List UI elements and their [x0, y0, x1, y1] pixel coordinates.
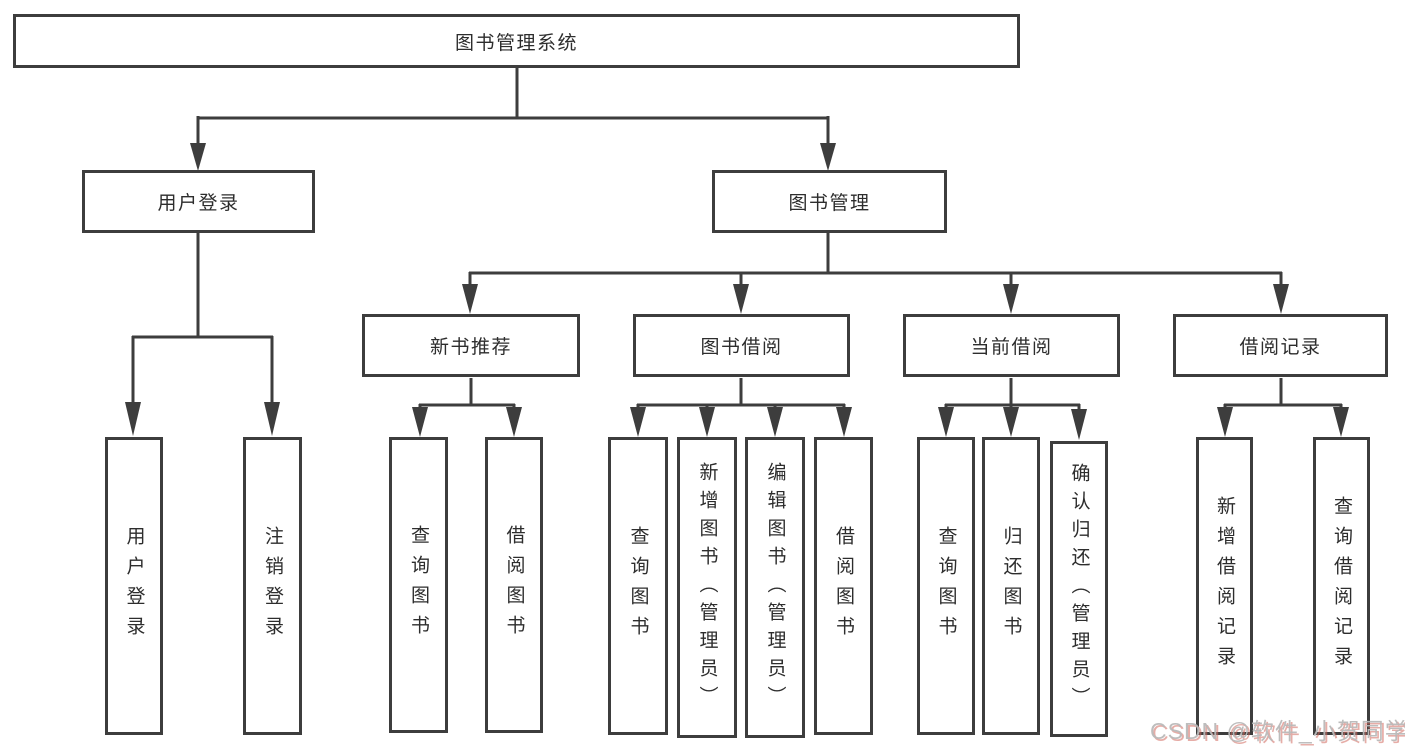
- leaf-label: 借阅图书: [833, 526, 854, 646]
- node-book-borrow: 图书借阅: [633, 314, 850, 377]
- leaf-query-borrow-record: 查询借阅记录: [1313, 437, 1370, 735]
- node-book-management-module: 图书管理: [712, 170, 947, 233]
- leaf-return-book: 归还图书: [982, 437, 1040, 735]
- leaf-label: 归还图书: [1000, 526, 1022, 646]
- leaf-confirm-return-admin: 确认归还（管理员）: [1050, 441, 1108, 737]
- leaf-label: 借阅图书: [503, 525, 525, 645]
- leaf-user-login: 用户登录: [105, 437, 163, 735]
- leaf-label: 用户登录: [123, 526, 145, 646]
- leaf-query-book-3: 查询图书: [917, 437, 975, 735]
- leaf-label: 查询借阅记录: [1331, 496, 1352, 676]
- leaf-query-book-2: 查询图书: [608, 437, 668, 735]
- node-borrow-records: 借阅记录: [1173, 314, 1388, 377]
- node-user-login-module: 用户登录: [82, 170, 315, 233]
- csdn-watermark: CSDN @软件_小贺同学: [1150, 718, 1405, 744]
- leaf-label: 注销登录: [262, 526, 283, 646]
- leaf-add-book-admin: 新增图书（管理员）: [677, 437, 737, 738]
- leaf-label: 确认归还（管理员）: [1068, 463, 1090, 715]
- leaf-label: 查询图书: [627, 526, 649, 646]
- node-current-borrow: 当前借阅: [903, 314, 1120, 377]
- leaf-query-book-1: 查询图书: [389, 437, 448, 733]
- node-new-book-recommend: 新书推荐: [362, 314, 580, 377]
- leaf-label: 新增图书（管理员）: [696, 461, 718, 714]
- leaf-label: 新增借阅记录: [1214, 496, 1235, 676]
- leaf-label: 查询图书: [408, 525, 429, 645]
- leaf-add-borrow-record: 新增借阅记录: [1196, 437, 1253, 735]
- leaf-borrow-book-2: 借阅图书: [814, 437, 873, 735]
- leaf-borrow-book-1: 借阅图书: [485, 437, 543, 733]
- leaf-logout: 注销登录: [243, 437, 302, 735]
- node-root-system: 图书管理系统: [13, 14, 1020, 68]
- leaf-label: 查询图书: [935, 526, 957, 646]
- leaf-label: 编辑图书（管理员）: [764, 461, 786, 714]
- leaf-edit-book-admin: 编辑图书（管理员）: [745, 437, 805, 738]
